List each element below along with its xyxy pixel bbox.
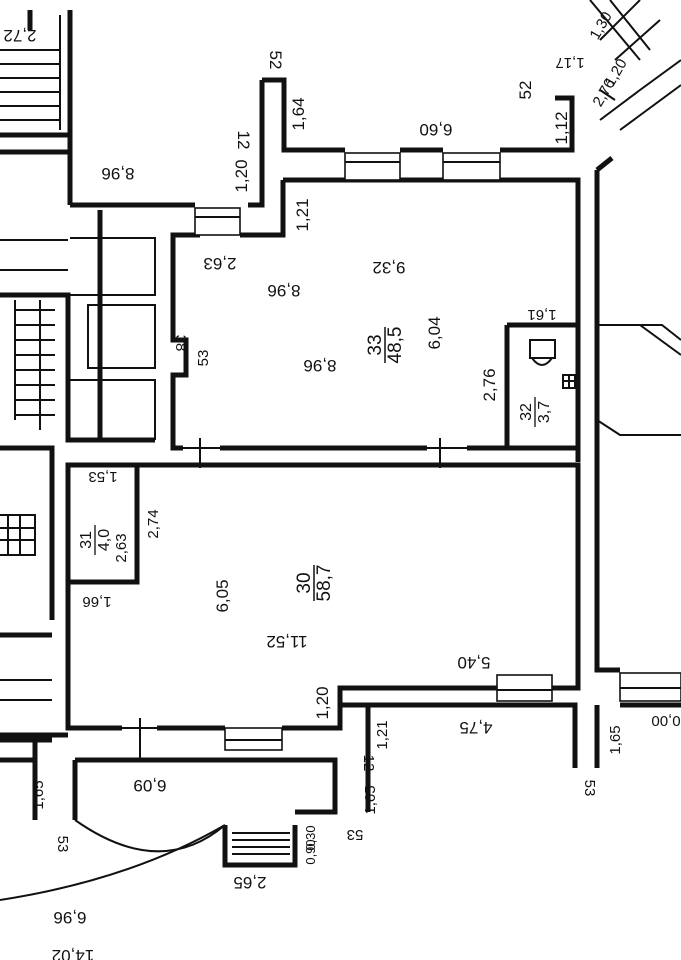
dim-top-52: 52 — [266, 51, 285, 70]
dim-r30-5-40: 5,40 — [457, 653, 490, 672]
dim-r31-2-74: 2,74 — [145, 509, 162, 538]
room-33-label: 33 48,5 — [365, 327, 406, 364]
dim-r33-38: 38 — [172, 335, 189, 352]
dim-r33-8-96a: 8,96 — [267, 281, 300, 300]
dim-bot-2-65: 2,65 — [233, 873, 266, 892]
dim-r31-1-53: 1,53 — [88, 468, 117, 485]
dim-bot-1-65-left: 1,65 — [30, 780, 47, 809]
dim-r33-2-63: 2,63 — [203, 254, 236, 273]
dim-top-1-17: 1,17 — [555, 54, 584, 71]
dim-r33-53: 53 — [195, 350, 212, 367]
dim-top-8-96: 8,96 — [101, 164, 134, 183]
dim-r32-1-61: 1,61 — [527, 306, 556, 323]
dim-bot-6-09: 6,09 — [133, 776, 166, 795]
dim-top-1-12: 1,12 — [552, 111, 571, 144]
details — [0, 0, 681, 901]
dim-top-1-20: 1,20 — [232, 159, 251, 192]
dim-bot-0-90: 0,90 — [303, 839, 318, 864]
dim-r30-11-52: 11,52 — [266, 632, 307, 651]
dim-bot-14-02: 14,02 — [52, 946, 95, 960]
room-33-area: 48,5 — [385, 327, 406, 364]
dim-r33-2-76: 2,76 — [480, 368, 499, 401]
dim-bot-53-right: 53 — [581, 780, 598, 797]
dim-r31-2-63: 2,63 — [113, 533, 130, 562]
dim-r30-1-20: 1,20 — [313, 686, 332, 719]
dim-bot-53-mid: 53 — [347, 826, 364, 843]
dim-r33-9-32: 9,32 — [372, 258, 405, 277]
dim-bot-1-21: 1,21 — [374, 720, 391, 749]
room-32-area: 3,7 — [536, 401, 553, 423]
dim-r33-6-04: 6,04 — [425, 316, 444, 349]
dim-top-52-right: 52 — [516, 81, 535, 100]
dim-bot-4-75: 4,75 — [459, 718, 492, 737]
dim-bot-0-30: 0,30 — [303, 825, 318, 850]
dim-top-1-21: 1,21 — [293, 198, 312, 231]
dim-r33-8-96b: 8,96 — [303, 356, 336, 375]
room-31-area: 4,0 — [96, 529, 113, 551]
dim-top-6-60: 6,60 — [419, 120, 452, 139]
dim-r30-6-05: 6,05 — [213, 579, 232, 612]
room-32-label: 32 3,7 — [518, 397, 553, 427]
dim-bot-53-left: 53 — [54, 836, 71, 853]
windows — [122, 152, 681, 760]
room-33-number: 33 — [365, 334, 386, 355]
dim-top-left-2-72: 2,72 — [3, 26, 36, 45]
room-31-label: 31 4,0 — [78, 525, 113, 555]
dim-bot-1-65-right: 1,65 — [607, 725, 624, 754]
room-32-number: 32 — [518, 403, 535, 421]
room-30-number: 30 — [294, 572, 315, 593]
dim-top-1-64: 1,64 — [289, 97, 308, 130]
dimension-labels: 2,72 6,60 52 1,64 12 1,20 8,96 1,21 52 1… — [3, 9, 680, 960]
dim-r30-1-66: 1,66 — [82, 593, 111, 610]
dim-bot-12: 12 — [360, 755, 377, 772]
room-30-area: 58,7 — [314, 565, 335, 602]
room-31-number: 31 — [78, 531, 95, 549]
dim-bot-6-96: 6,96 — [53, 908, 86, 927]
room-30-label: 30 58,7 — [294, 565, 335, 602]
dim-top-12: 12 — [234, 131, 253, 150]
dim-bot-0-00: 0,00 — [651, 712, 680, 729]
dim-bot-1-65-mid: 1,65 — [362, 785, 379, 814]
walls — [0, 10, 681, 868]
